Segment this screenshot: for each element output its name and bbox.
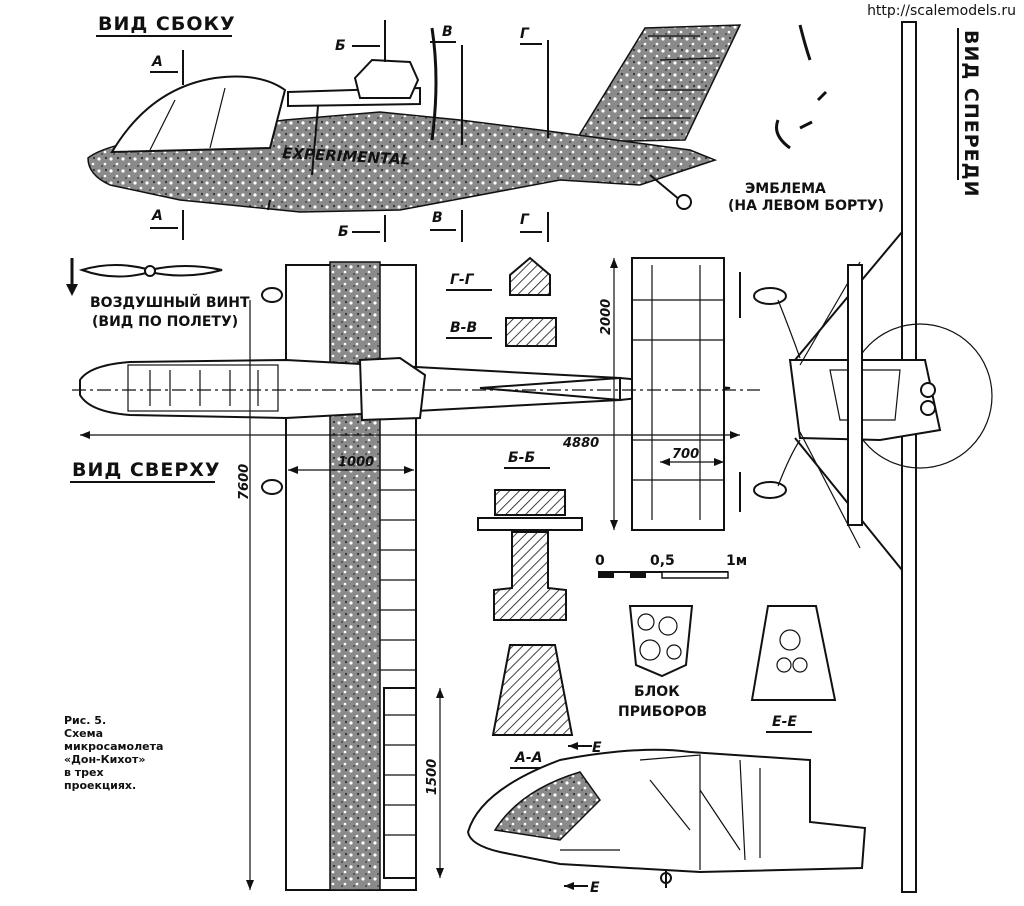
section-aa: А-А [491, 644, 574, 769]
svg-text:1м: 1м [726, 553, 747, 569]
instrument-label-2: ПРИБОРОВ [618, 704, 707, 720]
section-mark-v: В В [430, 24, 463, 242]
svg-text:Г-Г: Г-Г [450, 272, 475, 288]
svg-text:А: А [151, 208, 163, 224]
svg-text:1500: 1500 [425, 759, 440, 795]
dimension-chord: 1000 [288, 455, 414, 474]
svg-text:В: В [442, 24, 453, 40]
svg-text:Б: Б [338, 224, 349, 240]
svg-text:4880: 4880 [562, 436, 599, 451]
left-float-icon [261, 287, 283, 303]
top-engine [358, 356, 427, 422]
dimension-length: 4880 [80, 431, 740, 451]
top-aileron [383, 687, 417, 879]
instrument-label-1: БЛОК [634, 684, 680, 700]
svg-text:Г: Г [520, 212, 530, 228]
top-view-title: ВИД СВЕРХУ [72, 459, 221, 481]
side-view-title: ВИД СБОКУ [98, 13, 236, 35]
emblem-label-1: ЭМБЛЕМА [745, 181, 826, 197]
section-mark-g: Г Г [520, 26, 549, 242]
svg-text:В-В: В-В [450, 320, 477, 336]
scale-bar: 0 0,5 1м [595, 553, 747, 579]
section-ee: Е-Е [750, 605, 837, 733]
dimension-tail-span: 2000 [599, 258, 618, 530]
front-fuselage [788, 359, 942, 442]
top-wing-spar-zone [329, 261, 381, 891]
svg-text:«Дон-Кихот»: «Дон-Кихот» [64, 753, 145, 766]
svg-text:Б-Б: Б-Б [508, 450, 535, 466]
instrument-panel: БЛОК ПРИБОРОВ [618, 605, 707, 720]
side-engine [353, 58, 420, 99]
svg-text:700: 700 [672, 447, 699, 462]
svg-text:микросамолета: микросамолета [64, 740, 163, 753]
section-mark-e-bottom: Е [564, 880, 600, 896]
propeller-view: ВОЗДУШНЫЙ ВИНТ (ВИД ПО ПОЛЕТУ) [66, 258, 250, 330]
watermark: http://scalemodels.ru [867, 3, 1016, 19]
svg-text:1000: 1000 [338, 455, 374, 470]
svg-text:В: В [432, 210, 443, 226]
emblem: ЭМБЛЕМА (НА ЛЕВОМ БОРТУ) [728, 24, 884, 214]
right-float-icon [261, 479, 283, 495]
svg-text:Б: Б [335, 38, 346, 54]
emblem-label-2: (НА ЛЕВОМ БОРТУ) [728, 198, 884, 214]
svg-text:проекциях.: проекциях. [64, 779, 136, 792]
svg-text:Г: Г [520, 26, 530, 42]
cutaway-view: Е Е [466, 740, 867, 896]
section-mark-a: А А [150, 50, 184, 240]
dimension-span: 7600 [237, 300, 254, 890]
svg-text:Е: Е [592, 740, 602, 756]
section-mark-b: Б Б [335, 20, 386, 242]
section-mark-e-top: Е [568, 740, 602, 756]
svg-text:А: А [151, 54, 163, 70]
svg-text:Е-Е: Е-Е [772, 714, 797, 730]
propeller-label-1: ВОЗДУШНЫЙ ВИНТ [90, 294, 250, 311]
top-view: ВИД СВЕРХУ 4880 7600 1000 2000 [70, 257, 760, 891]
side-view: ВИД СБОКУ EXPERIMENTAL А А [87, 13, 742, 242]
svg-text:0,5: 0,5 [650, 553, 675, 569]
svg-text:7600: 7600 [237, 464, 252, 500]
side-canopy [110, 75, 287, 154]
propeller-label-2: (ВИД ПО ПОЛЕТУ) [92, 314, 238, 330]
front-view-title: ВИД СПЕРЕДИ [960, 30, 982, 197]
dimension-tail-chord: 700 [660, 447, 724, 466]
side-tail-wheel [676, 194, 692, 210]
side-propeller [430, 27, 438, 141]
svg-text:Рис. 5.: Рис. 5. [64, 714, 106, 727]
svg-text:А-А: А-А [514, 750, 542, 766]
svg-text:в трех: в трех [64, 766, 104, 779]
section-bb: Б-Б [477, 450, 583, 621]
svg-text:0: 0 [595, 553, 605, 569]
top-horizontal-tail [631, 257, 725, 531]
figure-caption: Рис. 5. Схема микросамолета «Дон-Кихот» … [64, 714, 163, 792]
dimension-aileron: 1500 [425, 688, 444, 878]
section-vv: В-В [446, 317, 557, 347]
svg-text:Е: Е [590, 880, 600, 896]
section-gg: Г-Г [446, 256, 551, 296]
svg-text:Схема: Схема [64, 727, 103, 740]
svg-text:2000: 2000 [599, 299, 614, 335]
front-view: ВИД СПЕРЕДИ [739, 21, 993, 893]
side-vertical-tail [573, 24, 742, 143]
front-wing [901, 21, 917, 893]
